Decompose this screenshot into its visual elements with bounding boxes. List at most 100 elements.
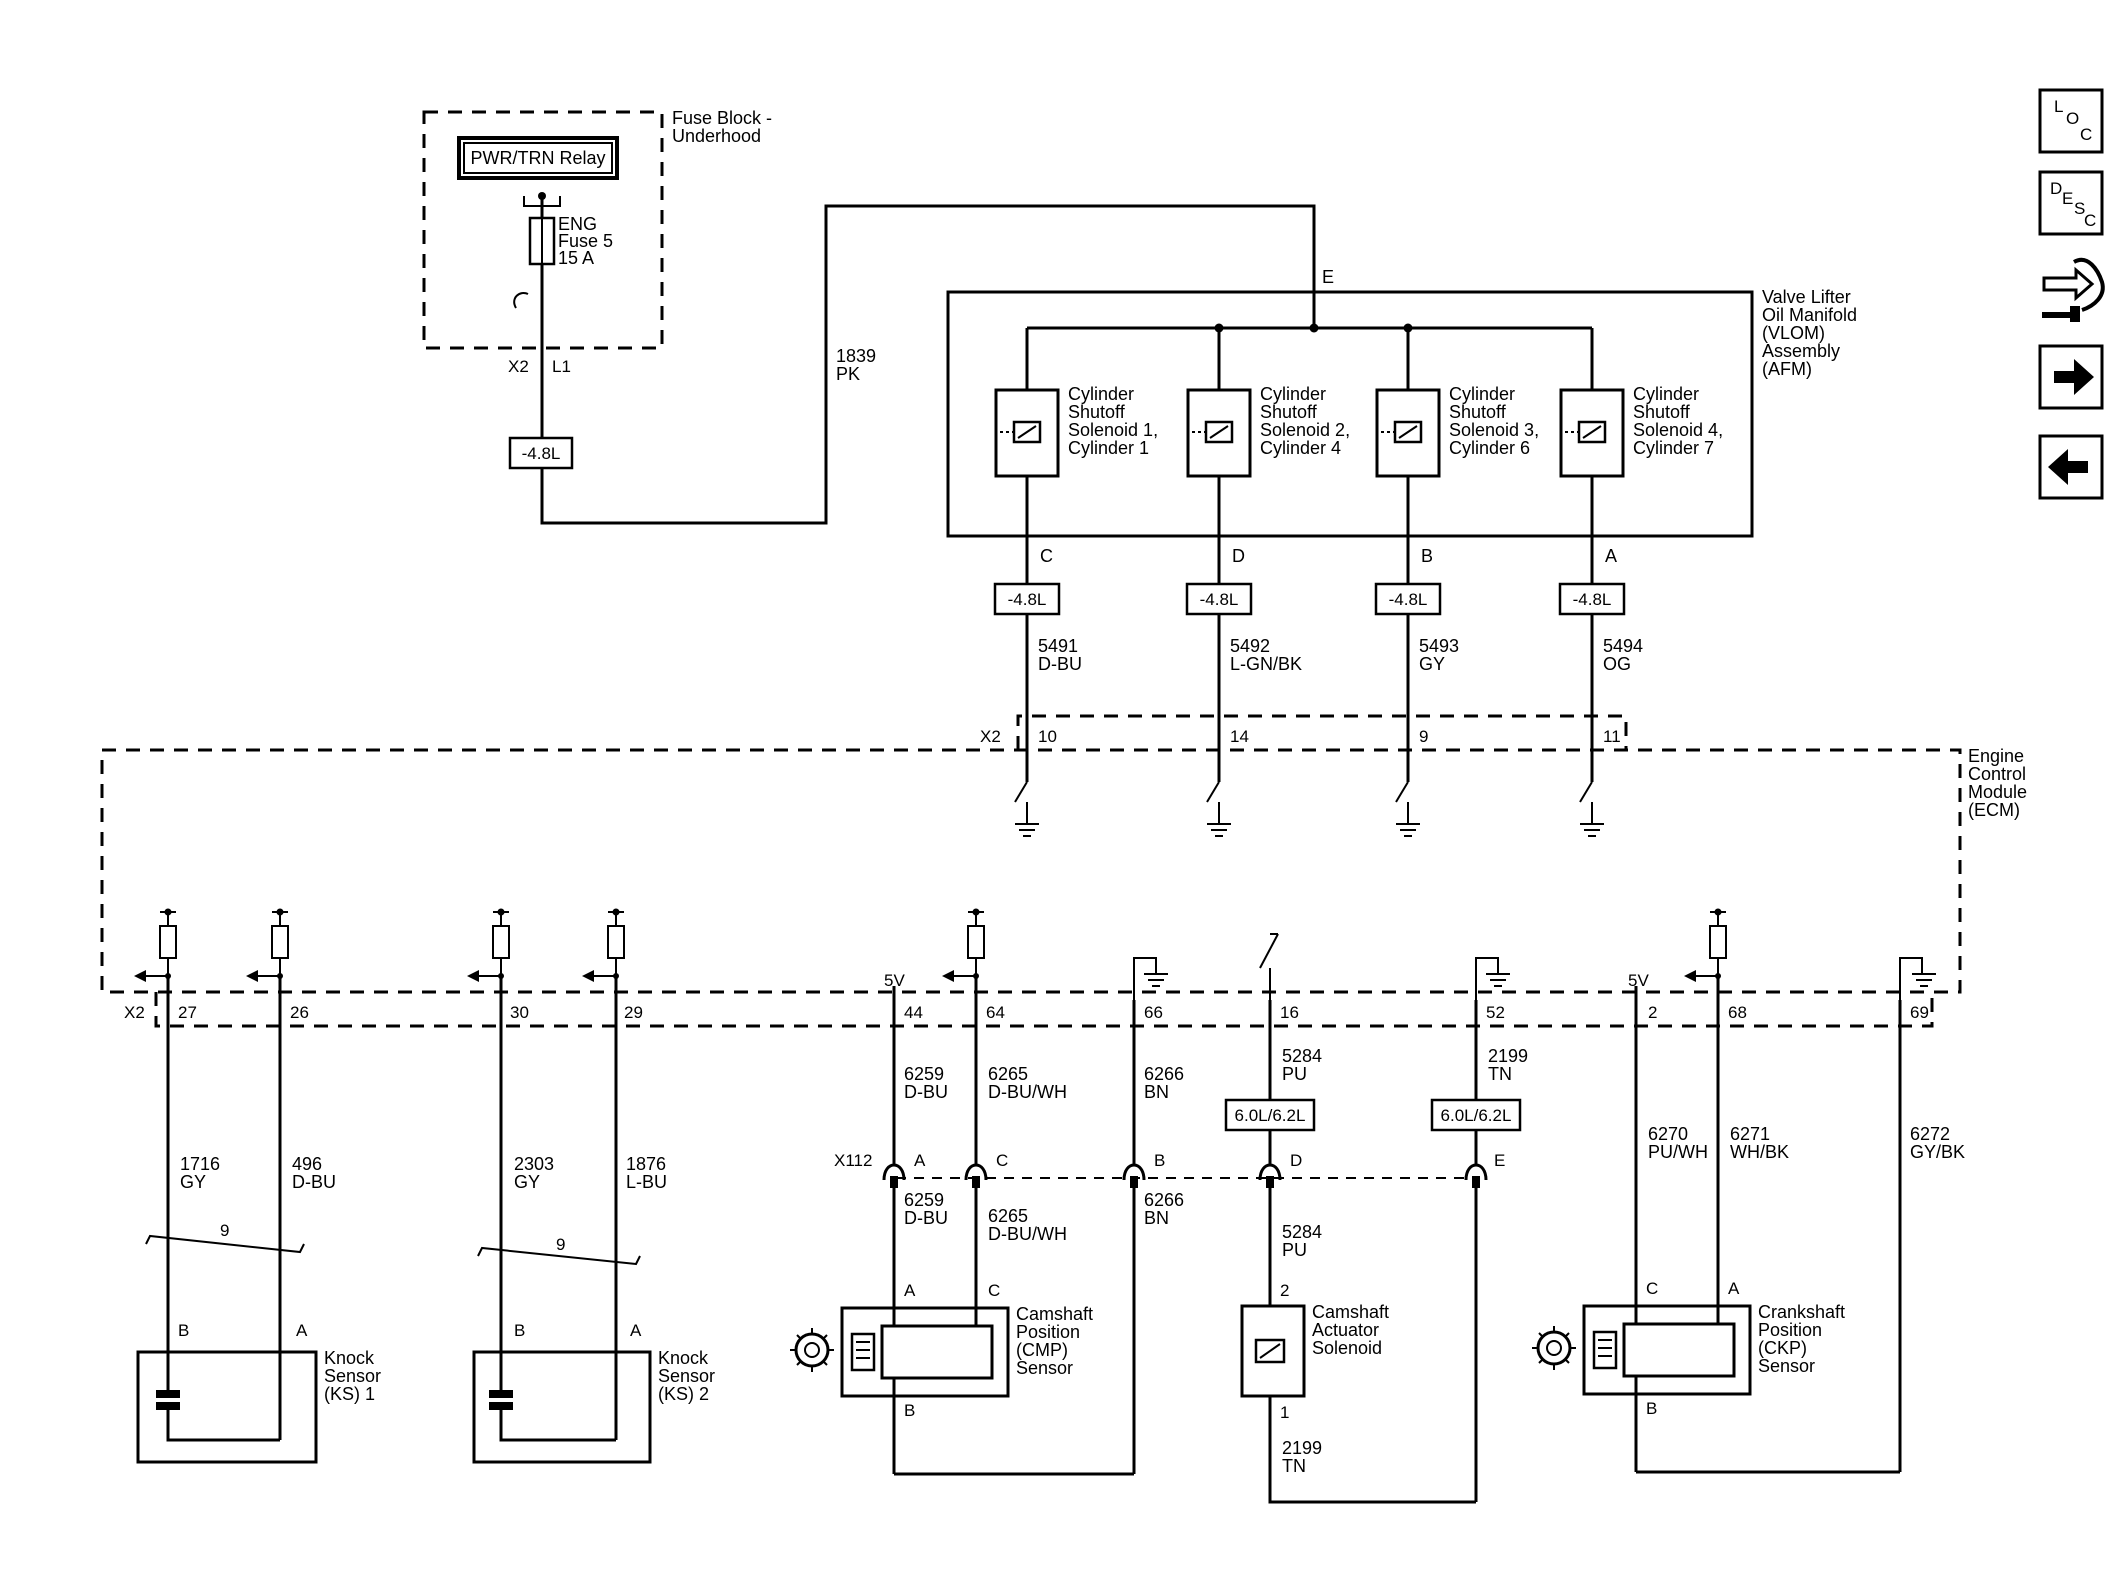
cylinder-shutoff-solenoid-4: Cylinder Shutoff Solenoid 4, Cylinder 7 … bbox=[1558, 328, 1723, 782]
description-button[interactable]: D E S C bbox=[2038, 170, 2104, 236]
svg-text:496: 496 bbox=[292, 1154, 322, 1174]
desc-letter-s: S bbox=[2074, 199, 2085, 218]
svg-text:Shutoff: Shutoff bbox=[1068, 402, 1126, 422]
svg-text:-4.8L: -4.8L bbox=[522, 444, 561, 463]
cylinder-shutoff-solenoid-3: Cylinder Shutoff Solenoid 3, Cylinder 6 … bbox=[1374, 328, 1539, 782]
svg-text:B: B bbox=[514, 1321, 525, 1340]
svg-text:Sensor: Sensor bbox=[324, 1366, 381, 1386]
svg-text:Cylinder 7: Cylinder 7 bbox=[1633, 438, 1714, 458]
relay-label: PWR/TRN Relay bbox=[470, 148, 605, 168]
svg-text:1876: 1876 bbox=[626, 1154, 666, 1174]
svg-text:5492: 5492 bbox=[1230, 636, 1270, 656]
engine-control-module: Engine Control Module (ECM) X2 X2 bbox=[100, 714, 2027, 1028]
svg-text:2: 2 bbox=[1648, 1003, 1657, 1022]
svg-text:B: B bbox=[904, 1401, 915, 1420]
svg-text:14: 14 bbox=[1230, 727, 1249, 746]
loc-letter-l: L bbox=[2054, 97, 2063, 116]
svg-text:Actuator: Actuator bbox=[1312, 1320, 1379, 1340]
next-page-button[interactable] bbox=[2038, 344, 2104, 410]
wire-1839-num: 1839 bbox=[836, 346, 876, 366]
svg-text:Sensor: Sensor bbox=[1016, 1358, 1073, 1378]
fuse-block-label-line1: Fuse Block - bbox=[672, 108, 772, 128]
svg-text:5493: 5493 bbox=[1419, 636, 1459, 656]
svg-text:BN: BN bbox=[1144, 1082, 1169, 1102]
svg-text:1716: 1716 bbox=[180, 1154, 220, 1174]
svg-text:Cylinder 1: Cylinder 1 bbox=[1068, 438, 1149, 458]
svg-text:30: 30 bbox=[510, 1003, 529, 1022]
vlom-label-2: Oil Manifold bbox=[1762, 305, 1857, 325]
svg-text:Sensor: Sensor bbox=[658, 1366, 715, 1386]
svg-text:11: 11 bbox=[1603, 727, 1621, 746]
svg-text:A: A bbox=[914, 1151, 926, 1170]
solenoid-3-pin: B bbox=[1421, 546, 1433, 566]
svg-text:GY: GY bbox=[1419, 654, 1445, 674]
gear-icon bbox=[1532, 1326, 1576, 1370]
ecm-bottom-pins: 27 26 30 29 44 64 66 16 52 2 68 69 bbox=[178, 1003, 1929, 1022]
svg-text:-4.8L: -4.8L bbox=[1008, 590, 1047, 609]
svg-text:Solenoid 1,: Solenoid 1, bbox=[1068, 420, 1158, 440]
ecm-label-4: (ECM) bbox=[1968, 800, 2020, 820]
solenoid-2-pin: D bbox=[1232, 546, 1245, 566]
location-button[interactable]: L O C bbox=[2038, 88, 2104, 154]
svg-text:PU: PU bbox=[1282, 1064, 1307, 1084]
ecm-label-2: Control bbox=[1968, 764, 2026, 784]
vlom-label-3: (VLOM) bbox=[1762, 323, 1825, 343]
svg-text:D-BU/WH: D-BU/WH bbox=[988, 1224, 1067, 1244]
svg-text:(CKP): (CKP) bbox=[1758, 1338, 1807, 1358]
arrow-right-icon bbox=[2054, 359, 2094, 395]
svg-text:(CMP): (CMP) bbox=[1016, 1340, 1068, 1360]
svg-text:PU: PU bbox=[1282, 1240, 1307, 1260]
svg-text:-4.8L: -4.8L bbox=[1200, 590, 1239, 609]
svg-text:Sensor: Sensor bbox=[1758, 1356, 1815, 1376]
svg-text:6.0L/6.2L: 6.0L/6.2L bbox=[1441, 1106, 1512, 1125]
svg-text:9: 9 bbox=[1419, 727, 1428, 746]
svg-text:5491: 5491 bbox=[1038, 636, 1078, 656]
svg-text:OG: OG bbox=[1603, 654, 1631, 674]
connector-views-button[interactable] bbox=[2042, 258, 2105, 322]
x112-connector: X112 A C B D E bbox=[834, 1151, 1505, 1181]
svg-text:Knock: Knock bbox=[658, 1348, 709, 1368]
svg-text:6259: 6259 bbox=[904, 1190, 944, 1210]
knock-sensor-1-circuit: 1716 GY 496 D-BU 9 B A Knock Sensor (KS)… bbox=[136, 976, 381, 1464]
svg-text:Solenoid 2,: Solenoid 2, bbox=[1260, 420, 1350, 440]
fuse-block-underhood: Fuse Block - Underhood PWR/TRN Relay ENG… bbox=[422, 108, 772, 430]
cylinder-shutoff-solenoid-2: Cylinder Shutoff Solenoid 2, Cylinder 4 … bbox=[1185, 328, 1350, 782]
svg-text:D-BU: D-BU bbox=[904, 1082, 948, 1102]
svg-text:2: 2 bbox=[1280, 1281, 1289, 1300]
svg-text:1: 1 bbox=[1280, 1403, 1289, 1422]
svg-text:A: A bbox=[630, 1321, 642, 1340]
fuse-label-line2: Fuse 5 bbox=[558, 231, 613, 251]
svg-text:2199: 2199 bbox=[1282, 1438, 1322, 1458]
fuse-block-label-line2: Underhood bbox=[672, 126, 761, 146]
svg-text:5284: 5284 bbox=[1282, 1222, 1322, 1242]
svg-text:69: 69 bbox=[1910, 1003, 1929, 1022]
svg-text:Shutoff: Shutoff bbox=[1449, 402, 1507, 422]
svg-text:Solenoid 4,: Solenoid 4, bbox=[1633, 420, 1723, 440]
svg-text:D-BU: D-BU bbox=[292, 1172, 336, 1192]
ecm-low-side-drivers bbox=[1014, 781, 1604, 837]
svg-text:B: B bbox=[1646, 1399, 1657, 1418]
pwr-trn-relay: PWR/TRN Relay bbox=[457, 136, 619, 180]
vlom-label-4: Assembly bbox=[1762, 341, 1840, 361]
svg-text:66: 66 bbox=[1144, 1003, 1163, 1022]
svg-text:PU/WH: PU/WH bbox=[1648, 1142, 1708, 1162]
svg-text:A: A bbox=[904, 1281, 916, 1300]
svg-text:Solenoid 3,: Solenoid 3, bbox=[1449, 420, 1539, 440]
svg-text:B: B bbox=[178, 1321, 189, 1340]
svg-text:Crankshaft: Crankshaft bbox=[1758, 1302, 1845, 1322]
svg-text:Cylinder: Cylinder bbox=[1260, 384, 1326, 404]
solenoid-4-pin: A bbox=[1605, 546, 1617, 566]
desc-letter-d: D bbox=[2050, 179, 2062, 198]
svg-text:L-GN/BK: L-GN/BK bbox=[1230, 654, 1302, 674]
svg-text:2199: 2199 bbox=[1488, 1046, 1528, 1066]
fuse-label-line1: ENG bbox=[558, 214, 597, 234]
gear-icon bbox=[790, 1328, 834, 1372]
svg-text:6265: 6265 bbox=[988, 1206, 1028, 1226]
svg-text:C: C bbox=[1646, 1279, 1658, 1298]
desc-letter-c: C bbox=[2084, 211, 2096, 230]
solenoid-1-pin: C bbox=[1040, 546, 1053, 566]
previous-page-button[interactable] bbox=[2038, 434, 2104, 500]
cmp-sensor-circuit: 6259 D-BU 6265 D-BU/WH 6266 BN 6259 D-BU… bbox=[790, 976, 1184, 1476]
ecm-label-3: Module bbox=[1968, 782, 2027, 802]
ks2-twist-label: 9 bbox=[556, 1235, 565, 1254]
